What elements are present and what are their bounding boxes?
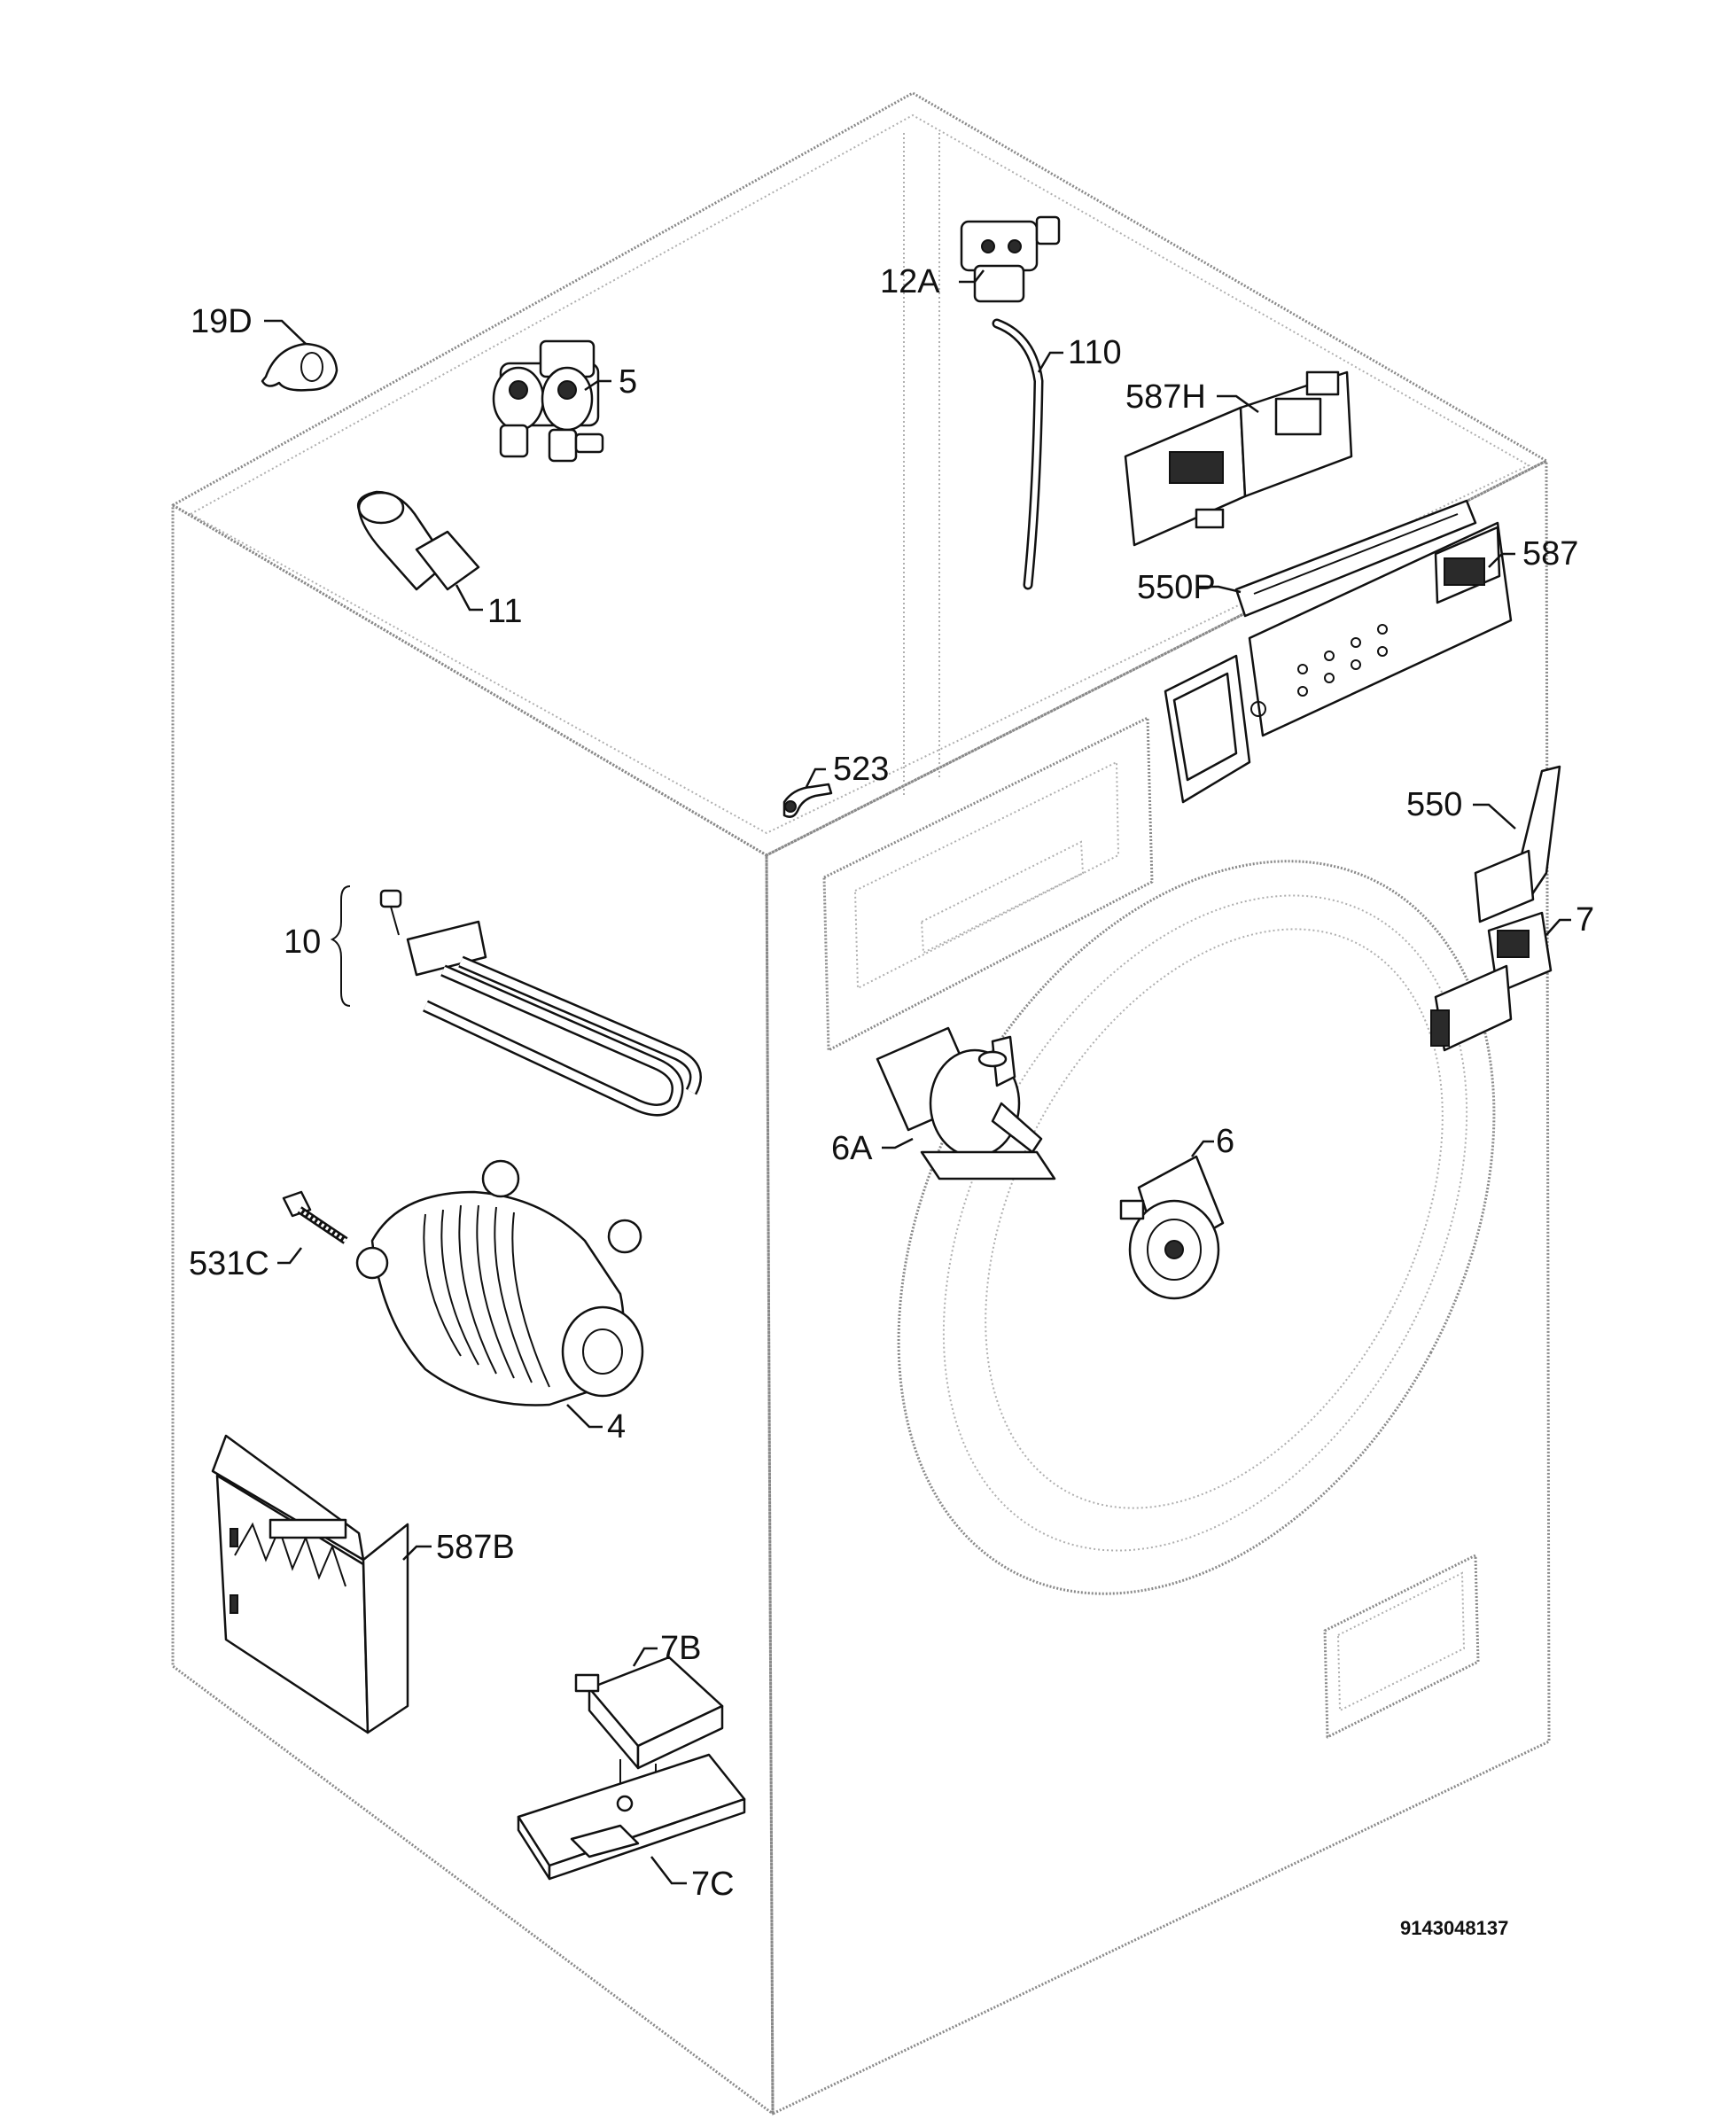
label-10: 10 <box>284 923 321 961</box>
label-6: 6 <box>1216 1123 1234 1160</box>
part-110-pressure-hose <box>992 318 1044 590</box>
part-6a-drain-pump <box>876 1026 1056 1180</box>
label-11: 11 <box>487 593 522 630</box>
part-5-inlet-valve <box>492 339 604 463</box>
part-7b-switch <box>574 1656 724 1799</box>
label-531c: 531C <box>189 1245 269 1282</box>
label-12a: 12A <box>880 263 940 300</box>
label-6a: 6A <box>831 1130 873 1167</box>
label-587b: 587B <box>436 1529 515 1566</box>
part-523-clip <box>782 783 833 818</box>
part-550p-panel-trim <box>1234 499 1477 618</box>
label-7c: 7C <box>691 1866 735 1903</box>
part-10-heating-element <box>330 885 702 1117</box>
diagram-code: 9143048137 <box>1400 1917 1508 1939</box>
label-587h: 587H <box>1125 378 1206 416</box>
label-19d: 19D <box>191 303 253 340</box>
part-587h-power-board <box>1124 370 1353 547</box>
label-550: 550 <box>1406 786 1462 823</box>
part-labels: 19D 5 11 12A 110 587H 587 550P 523 550 7… <box>189 263 1594 1939</box>
leader-lines <box>264 269 1571 1885</box>
label-4: 4 <box>607 1408 626 1445</box>
label-110: 110 <box>1068 334 1122 371</box>
part-11-capacitor <box>356 490 480 591</box>
part-12a-pressure-switch <box>960 215 1061 303</box>
label-550p: 550P <box>1137 569 1216 606</box>
label-587: 587 <box>1522 535 1578 573</box>
part-550-door-handle <box>1474 765 1561 923</box>
part-7-door-lock <box>1430 911 1553 1052</box>
part-531c-bolt <box>282 1190 348 1244</box>
part-19d <box>261 342 339 392</box>
part-4-motor <box>355 1159 644 1406</box>
label-7: 7 <box>1576 901 1594 939</box>
part-7c-base-plate <box>517 1753 746 1881</box>
label-523: 523 <box>833 751 889 788</box>
cabinet-outline <box>171 91 1551 2115</box>
label-5: 5 <box>619 363 637 401</box>
part-587b-housing <box>211 1434 409 1734</box>
part-587-electronic-module <box>1164 521 1513 804</box>
label-7b: 7B <box>660 1630 701 1667</box>
part-6-pump <box>1119 1155 1225 1300</box>
